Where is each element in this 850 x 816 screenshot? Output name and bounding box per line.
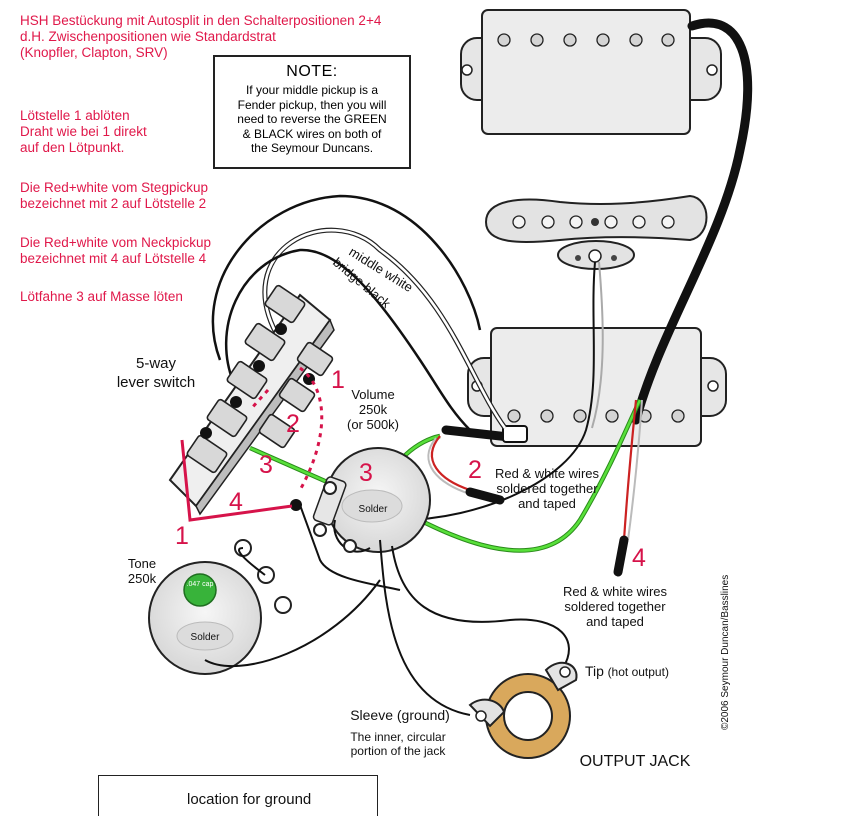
point-2-wires: 2 — [468, 456, 482, 484]
point-4-wires: 4 — [632, 544, 646, 572]
rw-bridge-line: and taped — [518, 496, 576, 511]
note-body: If your middle pickup is a Fender pickup… — [215, 83, 409, 156]
solder-note-line: bezeichnet mit 2 auf Lötstelle 2 — [20, 196, 207, 211]
tone-label: Tone 250k — [112, 556, 172, 586]
solder-note-line: Die Red+white vom Neckpickup — [20, 235, 211, 250]
ground-wire-jack-sleeve — [379, 539, 471, 716]
point-1-top: 1 — [331, 366, 345, 394]
red-white-bridge-wires — [430, 435, 471, 492]
tip-title: Tip — [585, 663, 604, 679]
sleeve-note: The inner, circular portion of the jack — [336, 730, 460, 758]
tone-capacitor — [183, 573, 217, 607]
switch-label: 5-way lever switch — [96, 354, 216, 392]
header-note-line: d.H. Zwischenpositionen wie Standardstra… — [20, 29, 276, 44]
five-way-lever-switch — [168, 284, 335, 516]
sleeve-note-line: The inner, circular — [350, 730, 446, 744]
solder-note-2: Die Red+white vom Stegpickup bezeichnet … — [20, 180, 208, 212]
solder-note-line: auf den Lötpunkt. — [20, 140, 125, 155]
bridge-humbucker-pickup — [467, 327, 727, 447]
solder-note-4: Lötfahne 3 auf Masse löten — [20, 289, 183, 305]
solder-note-line: bezeichnet mit 4 auf Lötstelle 4 — [20, 251, 207, 266]
volume-label: Volume 250k (or 500k) — [338, 387, 408, 432]
volume-pot — [312, 447, 431, 553]
cap-label: .047 cap — [186, 581, 214, 588]
tip-label: Tip (hot output) — [585, 664, 695, 680]
solder-note-1: Lötstelle 1 ablöten Draht wie bei 1 dire… — [20, 108, 147, 156]
note-line: & BLACK wires on both of — [242, 126, 382, 141]
volume-label-line: Volume — [351, 387, 395, 402]
sleeve-label: Sleeve (ground) — [350, 707, 450, 723]
ground-location-box: location for ground — [98, 775, 378, 816]
tone-label-line: 250k — [127, 571, 157, 586]
note-title: NOTE: — [286, 63, 338, 80]
rw-neck-line: Red & white wires — [562, 584, 668, 599]
red-white-bridge-label: Red & white wires soldered together and … — [484, 466, 610, 511]
ground-location-label: location for ground — [187, 791, 312, 808]
point-2-switch: 2 — [286, 410, 300, 438]
sleeve-note-line: portion of the jack — [350, 744, 446, 758]
tone-pot — [148, 539, 292, 675]
middle-single-coil-pickup — [484, 194, 708, 270]
rw-neck-line: soldered together — [564, 599, 666, 614]
solder-note-line: Die Red+white vom Stegpickup — [20, 180, 208, 195]
point-3-volume: 3 — [359, 459, 373, 487]
note-box: NOTE: If your middle pickup is a Fender … — [213, 55, 411, 169]
output-jack — [468, 661, 578, 759]
middle-pickup-lead-black — [399, 261, 596, 521]
solder-note-line: Draht wie bei 1 direkt — [20, 124, 147, 139]
note-line: Fender pickup, then you will — [237, 97, 387, 112]
note-line: the Seymour Duncans. — [250, 141, 374, 155]
header-note-line: (Knopfler, Clapton, SRV) — [20, 45, 168, 60]
bridge-black-wire — [225, 248, 471, 431]
volume-label-line: (or 500k) — [346, 417, 400, 432]
solder-note-3: Die Red+white vom Neckpickup bezeichnet … — [20, 235, 211, 267]
point-1-bottom: 1 — [175, 522, 189, 550]
switch-label-line: lever switch — [116, 374, 196, 391]
tone-label-line: Tone — [127, 556, 157, 571]
solder-note-line: Lötstelle 1 ablöten — [20, 108, 130, 123]
rw-neck-line: and taped — [586, 614, 644, 629]
point-3-switch: 3 — [259, 451, 273, 479]
red-dotted-jumper — [298, 366, 324, 491]
header-note-line: HSH Bestückung mit Autosplit in den Scha… — [20, 13, 382, 28]
point-4-switch: 4 — [229, 488, 243, 516]
header-note: HSH Bestückung mit Autosplit in den Scha… — [20, 13, 381, 61]
rw-bridge-line: Red & white wires — [494, 466, 600, 481]
volume-label-line: 250k — [358, 402, 388, 417]
note-line: need to reverse the GREEN — [237, 112, 387, 126]
tone-solder-label: Solder — [190, 632, 220, 643]
note-line: If your middle pickup is a — [245, 83, 379, 97]
red-white-neck-label: Red & white wires soldered together and … — [552, 584, 678, 629]
copyright-note: ©2006 Seymour Duncan/Basslines — [720, 574, 731, 730]
volume-solder-label: Solder — [358, 504, 388, 515]
neck-pickup-cable — [631, 18, 753, 425]
red-white-neck-wires — [622, 399, 638, 541]
middle-pickup-lead-white — [591, 261, 604, 429]
rw-bridge-line: soldered together — [496, 481, 598, 496]
red-jumper-1 — [180, 439, 293, 522]
solder-note-line: Lötfahne 3 auf Masse löten — [20, 289, 183, 304]
hot-wire-jack-tip — [391, 545, 570, 669]
tip-note: (hot output) — [607, 665, 669, 679]
ground-wire-tone-volume — [204, 579, 381, 668]
neck-humbucker-pickup — [460, 9, 722, 135]
output-jack-label: OUTPUT JACK — [579, 753, 691, 770]
neck-black-wire — [211, 194, 482, 361]
switch-label-line: 5-way — [135, 355, 176, 372]
